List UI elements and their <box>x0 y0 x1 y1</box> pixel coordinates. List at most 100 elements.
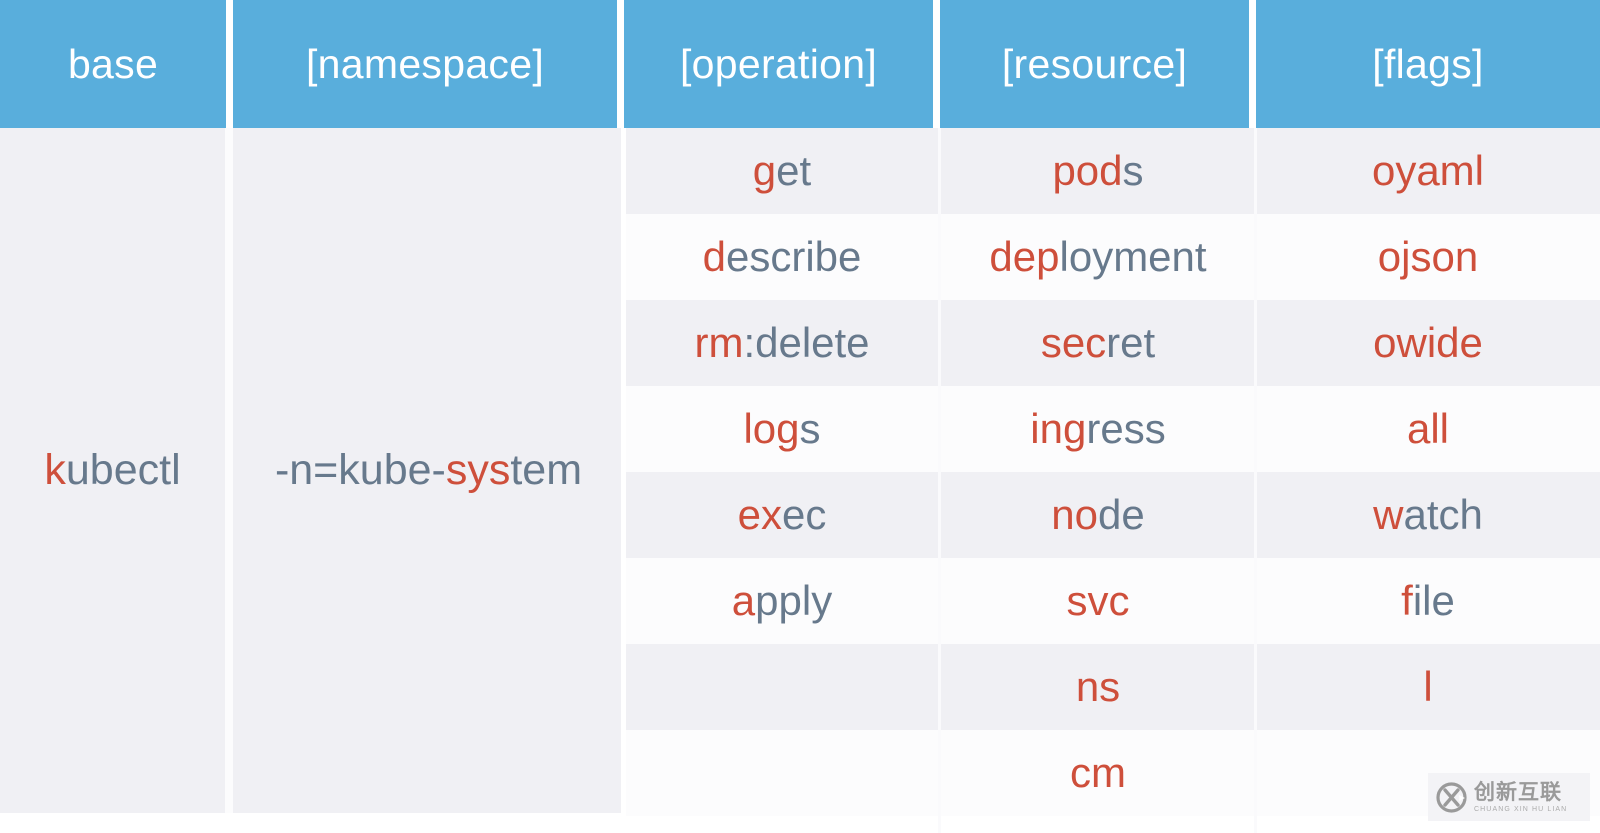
cell-resource: ingress <box>940 386 1256 472</box>
operation-value: rm:delete <box>694 322 869 364</box>
resource-highlight: cm <box>1070 749 1126 796</box>
column-header-resource: [resource] <box>940 0 1256 128</box>
column-header-base: base <box>0 0 233 128</box>
cell-operation <box>624 730 940 816</box>
operation-value: describe <box>703 236 862 278</box>
flags-highlight: w <box>1373 491 1404 538</box>
watermark-text: 创新互联 CHUANG XIN HU LIAN <box>1474 782 1567 813</box>
cell-operation: get <box>624 128 940 214</box>
operation-rest: escribe <box>725 233 862 280</box>
operation-value: exec <box>738 494 827 536</box>
base-value-highlight: k <box>44 446 66 494</box>
column-header-operation-label: [operation] <box>679 40 878 87</box>
flags-value: watch <box>1373 494 1483 536</box>
cell-flags: file <box>1256 558 1600 644</box>
resource-highlight: sec <box>1040 319 1107 366</box>
base-value: kubectl <box>44 449 180 492</box>
resource-value: cm <box>1070 752 1126 794</box>
table-row: describe deployment ojson <box>624 214 1600 300</box>
operation-highlight: ex <box>737 491 782 538</box>
resource-value: ingress <box>1030 408 1165 450</box>
cell-resource: node <box>940 472 1256 558</box>
cell-operation <box>624 644 940 730</box>
namespace-part-prefix: -n=kube- <box>274 446 446 494</box>
left-merged-columns: kubectl -n=kube-system <box>0 128 624 813</box>
resource-value: node <box>1051 494 1144 536</box>
watermark-pinyin: CHUANG XIN HU LIAN <box>1474 805 1568 813</box>
column-header-flags: [flags] <box>1256 0 1600 128</box>
column-header-resource-label: [resource] <box>1001 40 1188 87</box>
cell-flags: oyaml <box>1256 128 1600 214</box>
flags-value: all <box>1407 408 1449 450</box>
namespace-value: -n=kube-system <box>275 449 582 492</box>
cell-operation: describe <box>624 214 940 300</box>
operation-rest: ec <box>782 491 827 538</box>
cell-operation: exec <box>624 472 940 558</box>
flags-rest: atch <box>1403 491 1483 538</box>
flags-value: ojson <box>1378 236 1478 278</box>
operation-highlight: a <box>731 577 756 624</box>
table-body-rows: get pods oyaml describe deployment ojson <box>624 128 1600 833</box>
flags-highlight: oyaml <box>1371 147 1485 194</box>
flags-value: l <box>1423 666 1432 708</box>
column-header-base-label: base <box>67 40 159 87</box>
table-header-row: base [namespace] [operation] [resource] … <box>0 0 1600 128</box>
operation-highlight: rm <box>694 319 744 366</box>
table-row: exec node watch <box>624 472 1600 558</box>
resource-rest: de <box>1098 491 1145 538</box>
resource-value: ns <box>1076 666 1120 708</box>
resource-highlight: dep <box>989 233 1060 280</box>
cell-resource: cm <box>940 730 1256 816</box>
flags-value: oyaml <box>1372 150 1484 192</box>
flags-highlight: owide <box>1373 319 1483 366</box>
flags-highlight: f <box>1401 577 1413 624</box>
resource-rest: s <box>1122 147 1144 194</box>
cell-resource: svc <box>940 558 1256 644</box>
resource-value: pods <box>1052 150 1143 192</box>
operation-rest: et <box>776 147 812 194</box>
table-row: ns l <box>624 644 1600 730</box>
cell-resource: deployment <box>940 214 1256 300</box>
resource-rest: ret <box>1106 319 1156 366</box>
operation-rest: pply <box>755 577 833 624</box>
flags-value: owide <box>1373 322 1483 364</box>
column-header-namespace: [namespace] <box>233 0 624 128</box>
cell-flags: watch <box>1256 472 1600 558</box>
resource-value: secret <box>1041 322 1155 364</box>
resource-highlight: ns <box>1075 663 1121 710</box>
watermark: 创新互联 CHUANG XIN HU LIAN <box>1428 773 1590 821</box>
resource-highlight: ing <box>1030 405 1087 452</box>
namespace-part-suffix: tem <box>510 446 583 494</box>
operation-highlight: log <box>743 405 800 452</box>
watermark-chinese: 创新互联 <box>1474 780 1562 804</box>
cell-operation: logs <box>624 386 940 472</box>
resource-value: deployment <box>989 236 1206 278</box>
column-header-flags-label: [flags] <box>1372 40 1484 87</box>
namespace-part-highlight: sys <box>445 446 511 494</box>
flags-highlight: ojson <box>1377 233 1479 280</box>
resource-value: svc <box>1067 580 1130 622</box>
resource-highlight: pod <box>1052 147 1123 194</box>
flags-highlight: all <box>1406 405 1450 452</box>
table-row: apply svc file <box>624 558 1600 644</box>
cell-flags: l <box>1256 644 1600 730</box>
resource-rest: loyment <box>1059 233 1207 280</box>
cell-resource: pods <box>940 128 1256 214</box>
cell-resource: secret <box>940 300 1256 386</box>
cell-flags: all <box>1256 386 1600 472</box>
column-header-namespace-label: [namespace] <box>305 40 545 87</box>
column-header-operation: [operation] <box>624 0 940 128</box>
base-value-rest: ubectl <box>65 446 181 494</box>
cell-base-kubectl: kubectl <box>0 128 233 813</box>
resource-highlight: no <box>1051 491 1098 538</box>
cell-resource: ns <box>940 644 1256 730</box>
operation-rest: s <box>799 405 821 452</box>
table-row: rm:delete secret owide <box>624 300 1600 386</box>
table-row: logs ingress all <box>624 386 1600 472</box>
operation-value: apply <box>732 580 832 622</box>
circled-x-logo-icon <box>1436 781 1467 813</box>
operation-value: get <box>753 150 811 192</box>
cell-flags: ojson <box>1256 214 1600 300</box>
